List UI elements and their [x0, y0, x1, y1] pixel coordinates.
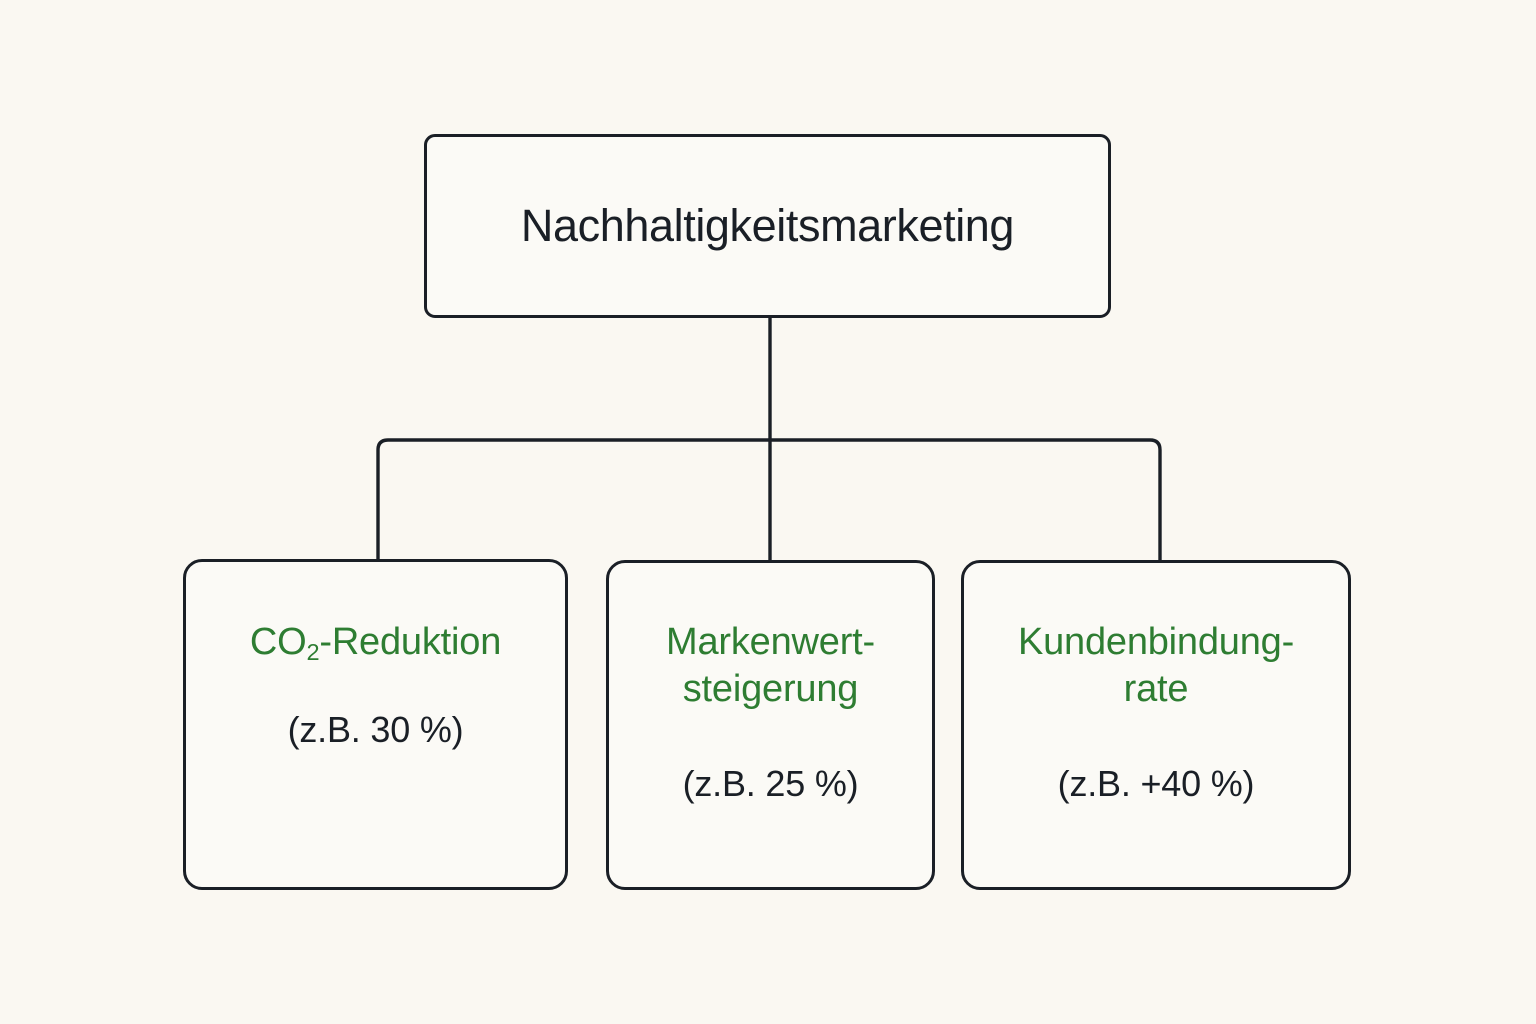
connector-branch-left — [376, 438, 770, 559]
node-kundenbindung-label-line-1: Kundenbindung- — [1017, 621, 1295, 664]
node-co2-label-suffix: -Reduktion — [319, 621, 502, 664]
node-co2-label-prefix: CO — [249, 621, 307, 664]
node-co2-label: CO2-Reduktion — [250, 619, 501, 666]
root-title: Nachhaltigkeitsmarketing — [520, 200, 1015, 252]
node-kundenbindung-label-line-2: rate — [1123, 668, 1189, 711]
node-co2-label-subscript: 2 — [306, 638, 320, 665]
connector-branch-right — [770, 438, 1162, 560]
node-markenwertsteigerung[interactable]: Markenwert- steigerung (z.B. 25 %) — [606, 560, 935, 890]
node-kundenbindungrate[interactable]: Kundenbindung- rate (z.B. +40 %) — [961, 560, 1351, 890]
node-markenwert-value: (z.B. 25 %) — [682, 762, 859, 804]
node-co2-reduktion[interactable]: CO2-Reduktion (z.B. 30 %) — [183, 559, 568, 890]
node-kundenbindung-label: Kundenbindung- rate — [1018, 619, 1294, 713]
node-markenwert-label: Markenwert- steigerung — [666, 619, 875, 713]
node-root[interactable]: Nachhaltigkeitsmarketing — [424, 134, 1111, 318]
node-co2-value: (z.B. 30 %) — [287, 709, 464, 751]
node-markenwert-label-line-1: Markenwert- — [666, 621, 875, 664]
node-markenwert-label-line-2: steigerung — [682, 668, 859, 711]
node-kundenbindung-value: (z.B. +40 %) — [1057, 762, 1255, 804]
